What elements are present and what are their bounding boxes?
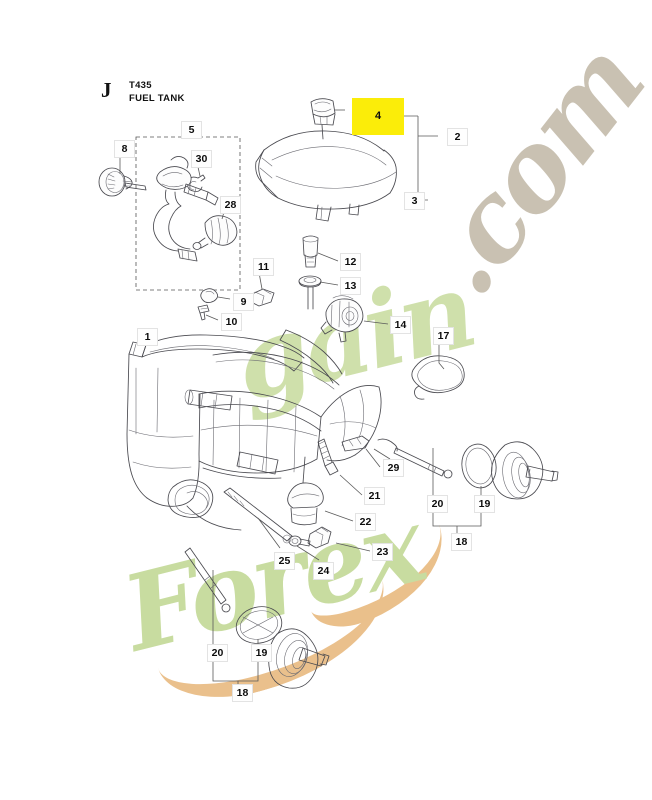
part-29-tab: [341, 435, 370, 452]
part-17-grommet-ring: [411, 355, 465, 400]
callout-17[interactable]: 17: [433, 327, 454, 345]
callout-11[interactable]: 11: [253, 258, 274, 276]
callout-28[interactable]: 28: [220, 196, 241, 214]
part-2-3-4-cover-assembly: [255, 98, 397, 222]
callout-20-bottom[interactable]: 20: [207, 644, 228, 662]
callout-18-right[interactable]: 18: [451, 533, 472, 551]
part-22-rubber-mount: [287, 456, 324, 526]
section-title: FUEL TANK: [129, 93, 185, 104]
part-28-fuel-filter: [192, 215, 238, 250]
callout-25[interactable]: 25: [274, 552, 295, 570]
callout-19-bottom[interactable]: 19: [251, 644, 272, 662]
callout-3[interactable]: 3: [404, 192, 425, 210]
bracket-18-right: [432, 448, 482, 538]
part-10-fitting: [197, 304, 210, 321]
part-1-fuel-tank-body: [126, 329, 382, 531]
callout-4-highlighted[interactable]: 4: [352, 98, 404, 135]
part-23-clip: [307, 526, 332, 549]
part-25-rod: [223, 487, 293, 544]
callout-30[interactable]: 30: [191, 150, 212, 168]
model-number: T435: [129, 80, 152, 91]
callout-29[interactable]: 29: [383, 459, 404, 477]
section-letter: J: [101, 78, 112, 102]
bracket-2-3: [417, 116, 438, 200]
part-19-20-cap-assembly-bottom: [184, 547, 330, 689]
part-30-clamp: [187, 174, 206, 192]
callout-22[interactable]: 22: [355, 513, 376, 531]
callout-1[interactable]: 1: [137, 328, 158, 346]
callout-24[interactable]: 24: [313, 562, 334, 580]
callout-23[interactable]: 23: [372, 543, 393, 561]
callout-20-right[interactable]: 20: [427, 495, 448, 513]
part-24-fitting: [288, 535, 311, 547]
part-11-bracket: [242, 288, 275, 307]
callout-9[interactable]: 9: [233, 293, 254, 311]
part-9-grommet: [200, 288, 219, 304]
part-19-20-cap-assembly-right: [377, 438, 559, 500]
part-13-cap-seal: [298, 275, 322, 310]
callout-18-bottom[interactable]: 18: [232, 684, 253, 702]
bracket-18-bottom: [212, 570, 259, 691]
part-5-fuel-hose-assembly: [153, 155, 219, 262]
callout-13[interactable]: 13: [340, 277, 361, 295]
callout-19-right[interactable]: 19: [474, 495, 495, 513]
callout-10[interactable]: 10: [221, 313, 242, 331]
callout-5[interactable]: 5: [181, 121, 202, 139]
callout-8[interactable]: 8: [114, 140, 135, 158]
callout-21[interactable]: 21: [364, 487, 385, 505]
callout-2[interactable]: 2: [447, 128, 468, 146]
callout-14[interactable]: 14: [390, 316, 411, 334]
part-8-connector: [98, 167, 147, 197]
part-14-valve-body: [320, 295, 364, 343]
part-21-screw: [317, 438, 339, 476]
callout-12[interactable]: 12: [340, 253, 361, 271]
part-12-fuel-cap: [302, 235, 319, 268]
